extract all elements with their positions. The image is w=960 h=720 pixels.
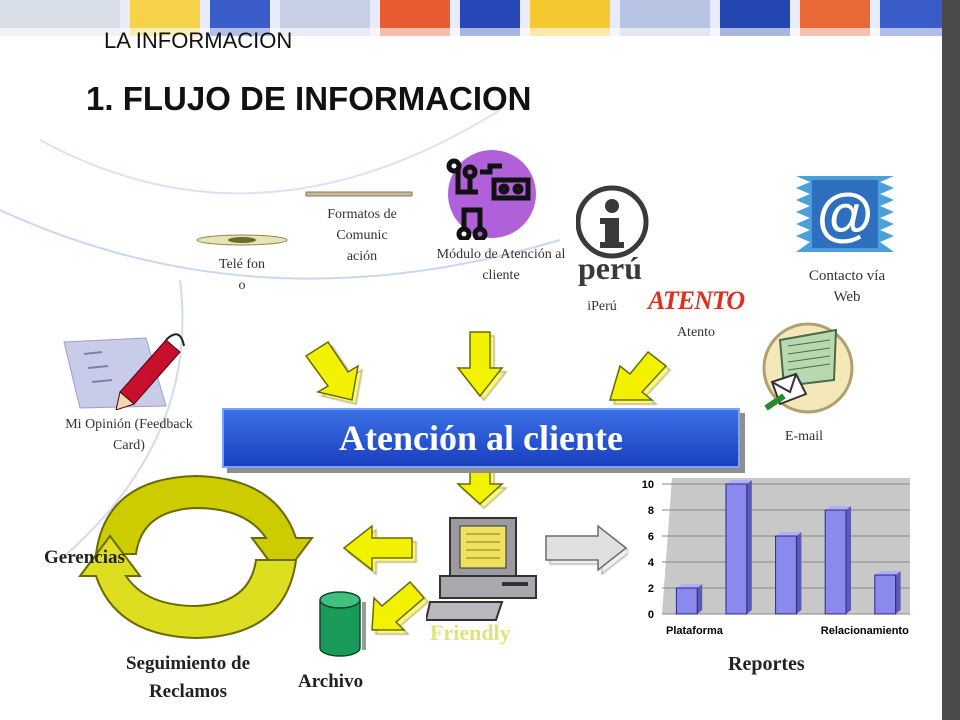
at-sign-icon: @ [796,176,894,252]
chart-bars [675,480,901,615]
seguimiento-label: Seguimiento de Reclamos [125,653,251,702]
chart-bar-top [725,480,752,484]
page-title: 1. FLUJO DE INFORMACION [86,80,532,117]
chart-bar-side [746,480,752,614]
feedback-pen-icon [63,333,185,410]
telefono-label: Telé fon o [218,257,266,293]
chart-y-tick-label: 4 [648,557,655,569]
arrow-down-right [608,350,668,401]
chart-x-tick-label: Plataforma [666,625,724,637]
chart-y-tick-label: 8 [648,505,654,517]
chart-bar-side [895,571,901,614]
atento-logo: ATENTO [648,286,745,315]
chart-x-tick-label: Relacionamiento [821,625,909,637]
svg-text:@: @ [817,182,874,247]
decorative-top-band [0,0,960,36]
modulo-label: Módulo de Atención al cliente [436,247,566,283]
arrow-left-gerencias [342,524,413,572]
chart-bar [725,483,748,615]
chart-bar [824,509,847,615]
section-label: LA INFORMACION [104,28,293,53]
circuit-icon [446,150,536,240]
chart-y-ticks: 0 2 4 6 8 10 [642,479,655,621]
peru-logo-text: perú [578,250,642,286]
chart-bar-side [796,532,802,614]
chart-y-tick-label: 0 [648,609,654,621]
atento-label: Atento [676,325,716,340]
chart-bar-top [676,584,703,588]
chart-bar-top [874,571,901,575]
chart-y-tick-label: 10 [642,479,654,491]
chart-bar-side [697,584,703,614]
contacto-web-label: Contacto vía Web [808,268,886,305]
database-icon [319,591,366,657]
info-icon [576,185,649,259]
reportes-label: Reportes [728,653,805,675]
arrow-down-left [304,340,360,401]
formats-icon [305,191,413,197]
arrow-right-reportes [545,524,628,572]
computer-icon [426,517,537,621]
arrow-down-center [456,331,504,398]
atencion-cliente-box: Atención al cliente [222,408,740,468]
chart-bar-top [825,506,852,510]
chart-y-tick-label: 6 [648,531,654,543]
reportes-chart: 0 2 4 6 8 10 Plataforma Relacionamiento [628,474,918,642]
chart-y-tick-label: 2 [648,583,654,595]
friendly-label: Friendly [430,620,511,645]
gerencias-label: Gerencias [44,547,125,568]
chart-bar [874,574,897,615]
chart-bar [775,535,797,615]
mi-opinion-label: Mi Opinión (Feedback Card) [65,417,193,453]
email-label: E-mail [784,429,824,444]
archivo-label: Archivo [298,671,364,692]
formatos-label: Formatos de Comunic ación [327,207,397,264]
telephone-icon [196,234,288,246]
email-icon [762,322,854,414]
chart-bar [675,587,698,615]
iperu-label: iPerú [587,299,617,314]
chart-x-labels: Plataforma Relacionamiento [666,625,909,637]
arrow-down-to-friendly [456,465,504,506]
decorative-side-strip [942,0,960,720]
chart-bar-side [846,506,852,614]
chart-bar-top [775,532,802,536]
arrow-down-left-archivo [371,580,426,631]
cycle-arrows-icon [78,474,314,640]
